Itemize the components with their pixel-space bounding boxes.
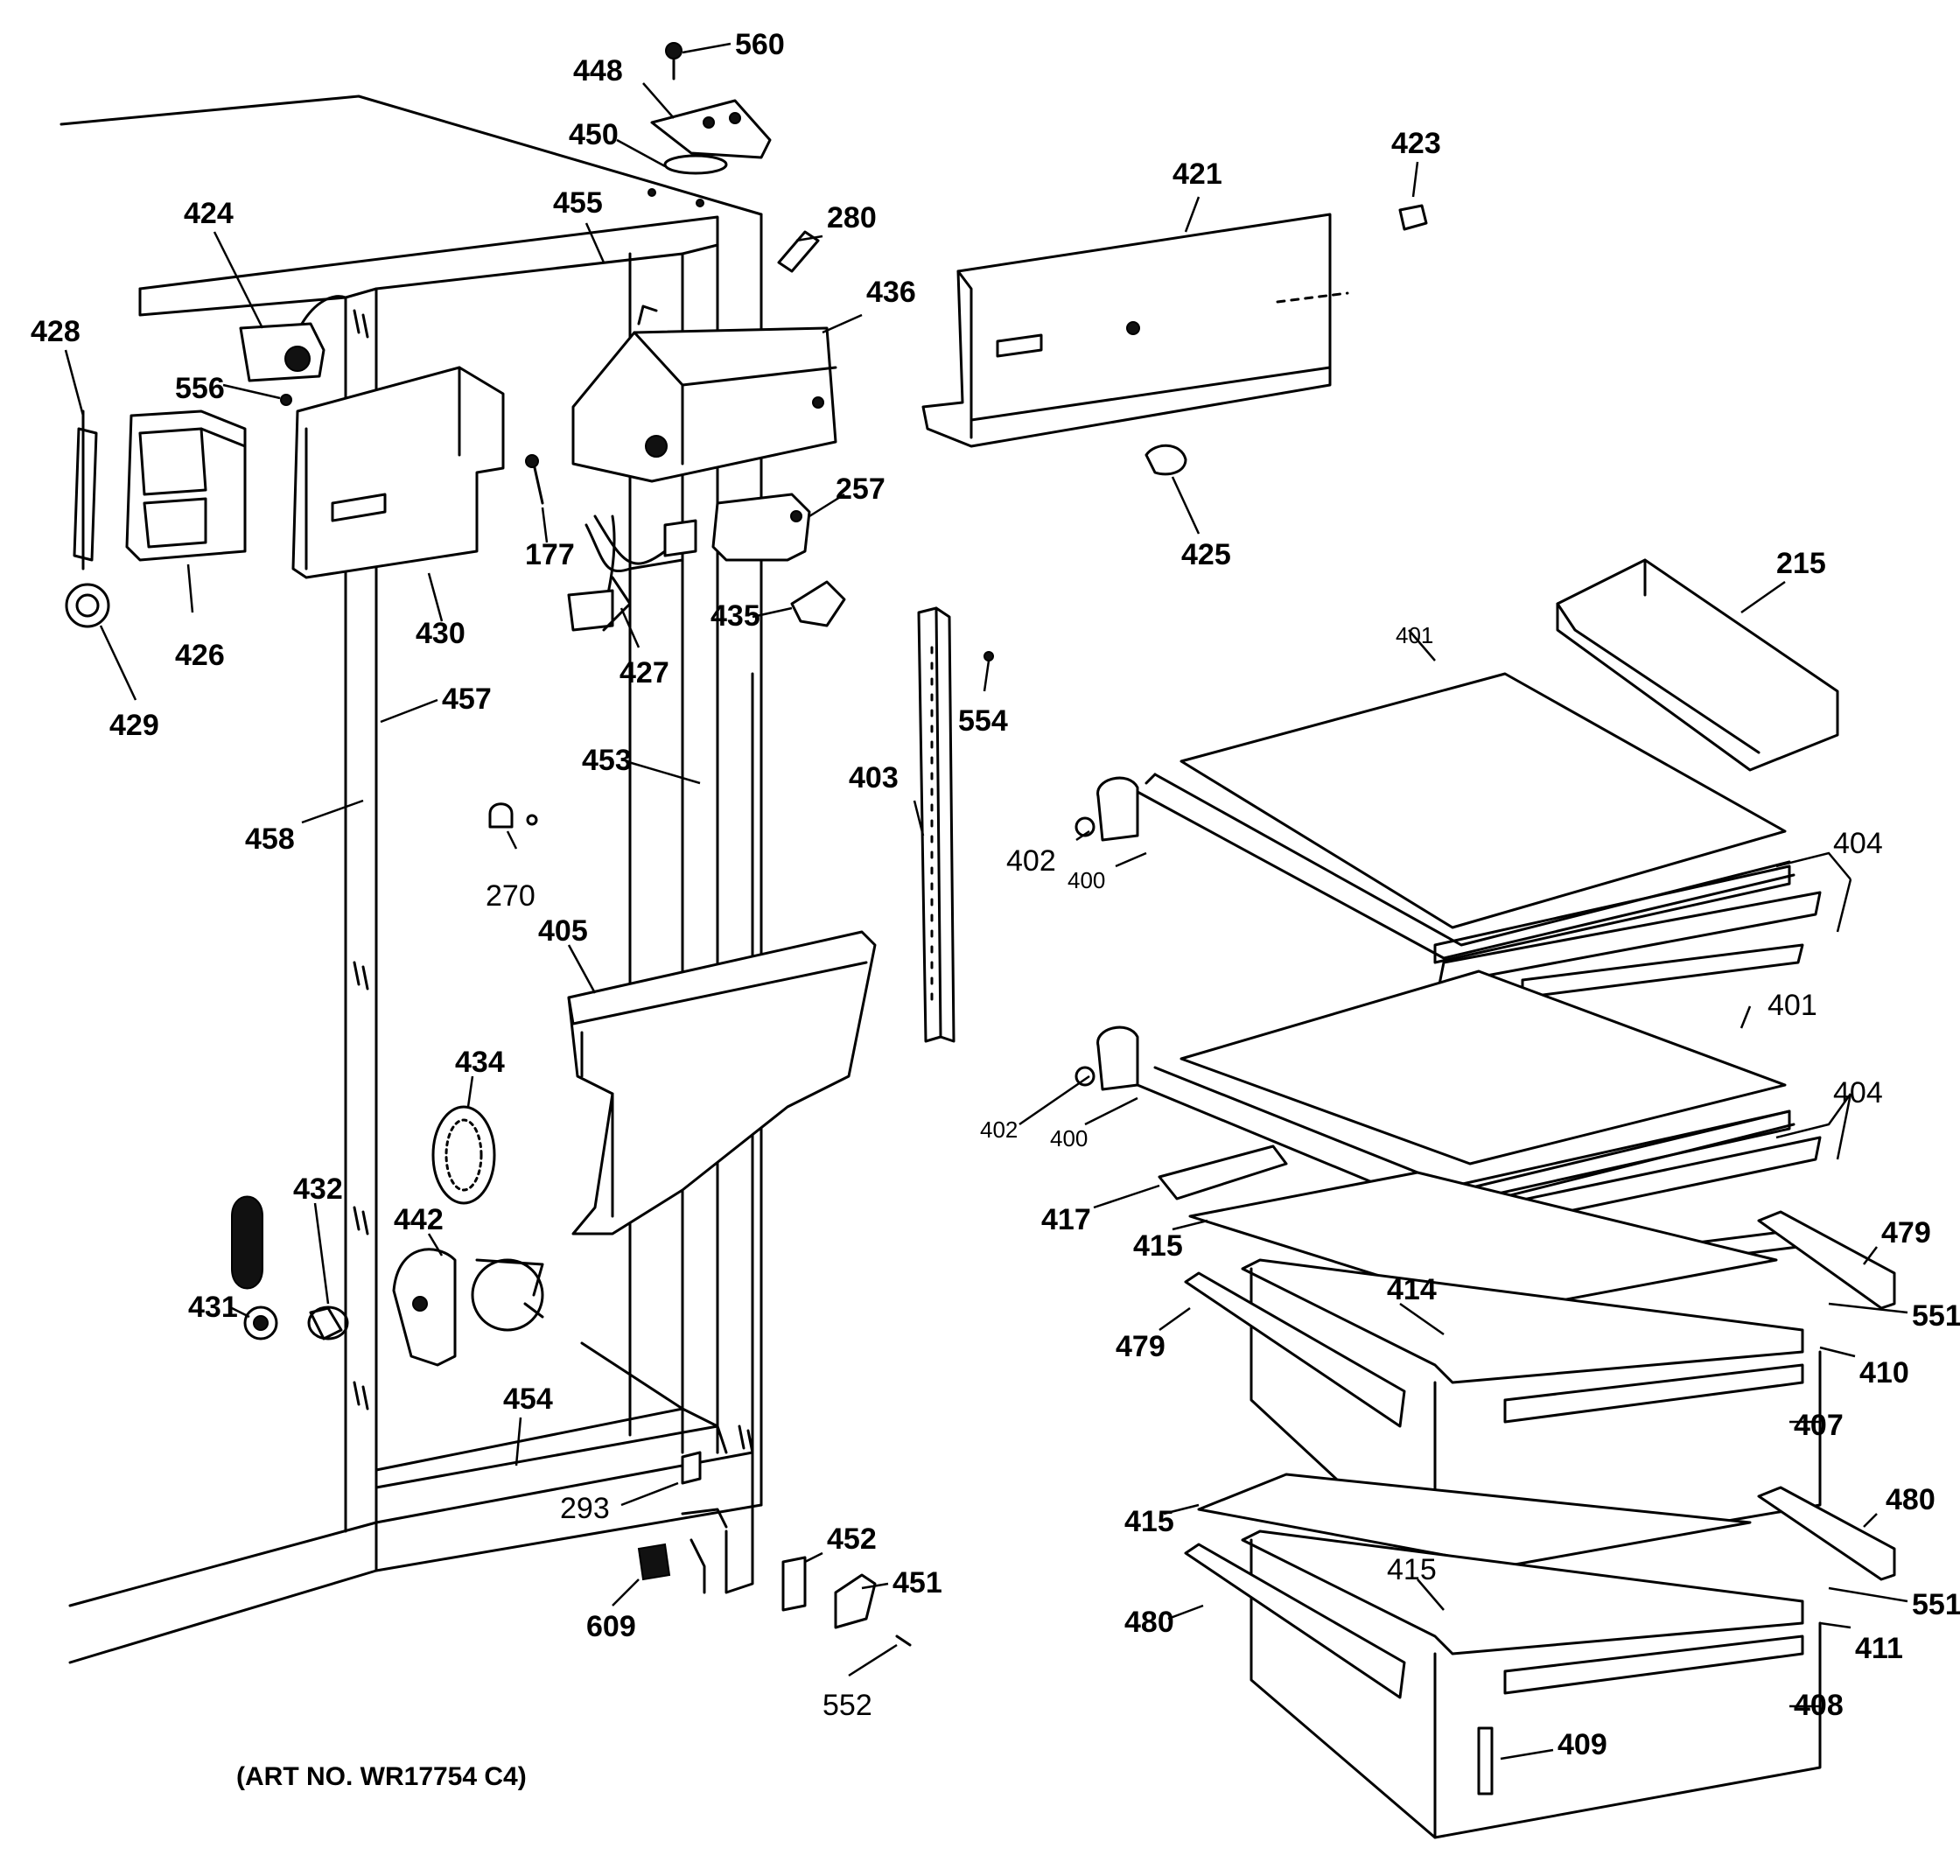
pad-431a	[231, 1195, 263, 1290]
callout-453: 453	[582, 744, 632, 777]
callout-401a: 401	[1396, 622, 1433, 648]
callout-293: 293	[560, 1492, 610, 1525]
part-452	[781, 1556, 807, 1612]
drip-tray-405	[567, 930, 877, 1236]
callout-458: 458	[245, 822, 295, 856]
callout-426: 426	[175, 639, 225, 672]
callout-556: 556	[175, 372, 225, 405]
shelf-track-403	[917, 606, 994, 1043]
callout-457: 457	[442, 682, 492, 716]
callout-455: 455	[553, 186, 603, 220]
knob-425	[1144, 444, 1187, 476]
callout-401b: 401	[1768, 989, 1817, 1022]
callout-408: 408	[1794, 1689, 1844, 1722]
callout-448: 448	[573, 54, 623, 88]
callout-270: 270	[486, 879, 536, 913]
door-bin-215	[1556, 558, 1839, 772]
shelf-upper	[1074, 672, 1822, 999]
callout-404a: 404	[1833, 827, 1883, 860]
callout-409: 409	[1558, 1728, 1607, 1761]
wiring-harness-427	[567, 514, 697, 632]
callout-402a: 402	[1006, 844, 1056, 878]
lamp-socket-435	[790, 580, 846, 627]
knob-423	[1398, 204, 1428, 231]
fan-assembly-442	[392, 1248, 544, 1367]
leader-lines	[64, 42, 1908, 1760]
callout-450: 450	[569, 118, 619, 151]
callout-424: 424	[184, 197, 234, 230]
callout-403: 403	[849, 761, 899, 794]
callout-435: 435	[710, 599, 760, 633]
callout-425: 425	[1181, 538, 1231, 571]
callout-280: 280	[827, 201, 877, 234]
callout-400b: 400	[1050, 1125, 1088, 1152]
callout-257: 257	[836, 472, 886, 506]
callout-404b: 404	[1833, 1076, 1883, 1110]
plug-270	[488, 802, 514, 829]
top-hinge-assembly	[650, 42, 772, 175]
callout-451: 451	[892, 1566, 942, 1600]
callout-402b: 402	[980, 1116, 1018, 1143]
callout-480a: 480	[1886, 1483, 1936, 1516]
callout-407: 407	[1794, 1409, 1844, 1442]
callout-452: 452	[827, 1522, 877, 1556]
part-280	[777, 230, 820, 273]
control-panel-421	[921, 213, 1349, 448]
callout-432: 432	[293, 1172, 343, 1206]
art-number-caption: (ART NO. WR17754 C4)	[236, 1762, 527, 1791]
callout-215: 215	[1776, 547, 1826, 580]
callout-427: 427	[620, 656, 669, 690]
callout-421: 421	[1172, 158, 1222, 191]
callout-436: 436	[866, 276, 916, 309]
screw-177	[532, 462, 544, 505]
callout-428: 428	[31, 315, 80, 348]
callout-430: 430	[416, 617, 466, 650]
callout-560: 560	[735, 28, 785, 61]
callout-480b: 480	[1124, 1606, 1174, 1639]
screw-552	[895, 1634, 912, 1647]
callout-609: 609	[586, 1610, 636, 1643]
part-451	[834, 1573, 877, 1629]
part-293	[681, 1451, 702, 1485]
callout-551b: 551	[1912, 1588, 1960, 1621]
control-housing	[65, 295, 505, 628]
callout-454: 454	[503, 1382, 553, 1416]
callout-415b: 415	[1124, 1505, 1174, 1538]
part-417	[1158, 1144, 1288, 1200]
part-609	[637, 1543, 671, 1581]
callout-552: 552	[822, 1689, 872, 1722]
callout-434: 434	[455, 1046, 505, 1079]
callout-400a: 400	[1068, 867, 1105, 893]
callout-554: 554	[958, 704, 1008, 738]
callout-414: 414	[1387, 1273, 1437, 1306]
crisper-lower	[1184, 1473, 1896, 1839]
callout-551a: 551	[1912, 1299, 1960, 1333]
callout-442: 442	[394, 1203, 444, 1236]
callout-417: 417	[1041, 1203, 1091, 1236]
callout-429: 429	[109, 709, 159, 742]
callout-415a: 415	[1133, 1229, 1183, 1263]
callout-411: 411	[1855, 1632, 1903, 1665]
callout-labels: 560 448 450 455 280 424 428 556 436 421 …	[31, 28, 1960, 1761]
callout-431: 431	[188, 1291, 238, 1324]
callout-410: 410	[1859, 1356, 1909, 1390]
callout-405: 405	[538, 914, 588, 948]
crisper-upper	[1184, 1171, 1896, 1572]
callout-479b: 479	[1116, 1330, 1166, 1363]
evaporator-cover-436	[571, 304, 837, 483]
defrost-timer-257	[711, 493, 811, 562]
callout-479a: 479	[1881, 1216, 1931, 1250]
grille-434	[431, 1105, 496, 1205]
callout-415c: 415	[1387, 1553, 1437, 1586]
callout-177: 177	[525, 538, 575, 571]
callout-423: 423	[1391, 127, 1441, 160]
